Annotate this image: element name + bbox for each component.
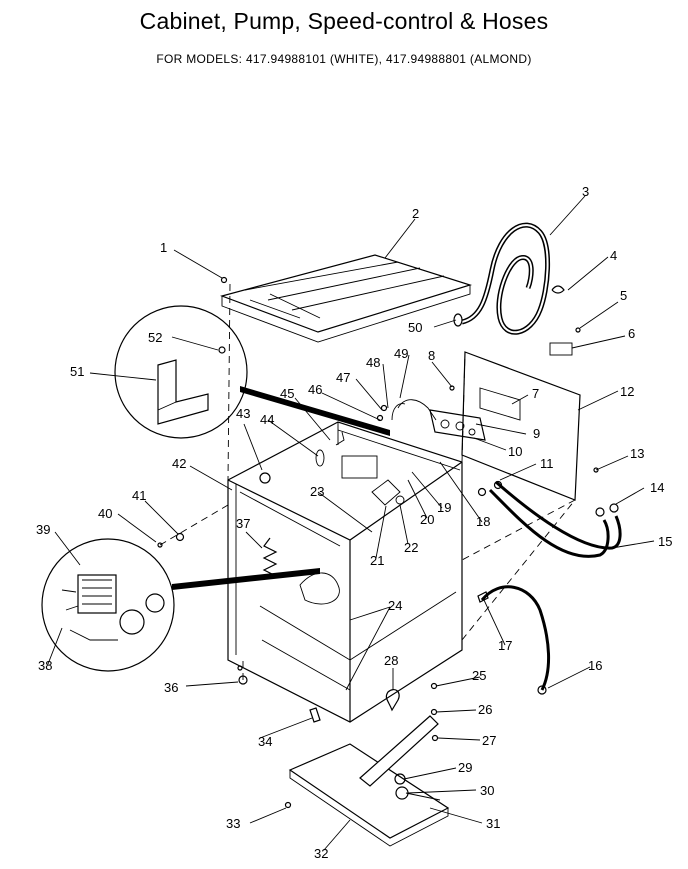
callout-52: 52: [148, 330, 162, 345]
callout-31: 31: [486, 816, 500, 831]
callout-11: 11: [540, 456, 554, 471]
callout-38: 38: [38, 658, 52, 673]
callout-13: 13: [630, 446, 644, 461]
callout-41: 41: [132, 488, 146, 503]
clip-4-drawing: [551, 285, 565, 294]
callout-29: 29: [458, 760, 472, 775]
callout-14: 14: [650, 480, 664, 495]
callout-26: 26: [478, 702, 492, 717]
callout-37: 37: [236, 516, 250, 531]
screw-1-drawing: [220, 276, 228, 284]
callout-22: 22: [404, 540, 418, 555]
leader-lines: [47, 195, 655, 851]
callout-21: 21: [370, 553, 384, 568]
callout-6: 6: [628, 326, 635, 341]
callout-44: 44: [260, 412, 274, 427]
callout-5: 5: [620, 288, 627, 303]
callout-18: 18: [476, 514, 490, 529]
assembly-guide-lines: [159, 283, 576, 680]
callout-1: 1: [160, 240, 167, 255]
callout-32: 32: [314, 846, 328, 861]
callout-3: 3: [582, 184, 589, 199]
callout-47: 47: [336, 370, 350, 385]
bracket-detail-inset: [114, 305, 391, 439]
callout-28: 28: [384, 653, 398, 668]
callout-9: 9: [533, 426, 540, 441]
callout-33: 33: [226, 816, 240, 831]
top-panel-drawing: [220, 254, 473, 343]
callout-17: 17: [498, 638, 512, 653]
callout-36: 36: [164, 680, 178, 695]
base-plate-drawing: [288, 743, 450, 847]
callout-25: 25: [472, 668, 486, 683]
callout-12: 12: [620, 384, 634, 399]
callout-16: 16: [588, 658, 602, 673]
callout-labels: 1 2 3 4 5 6 7 8 9 10 11 12 13 14 15 16 1…: [36, 184, 672, 861]
callout-20: 20: [420, 512, 434, 527]
callout-50: 50: [408, 320, 422, 335]
callout-34: 34: [258, 734, 272, 749]
callout-30: 30: [480, 783, 494, 798]
fill-hoses-drawing: [477, 480, 622, 558]
callout-23: 23: [310, 484, 324, 499]
callout-43: 43: [236, 406, 250, 421]
back-panel-drawing: [461, 342, 581, 501]
pump-detail-inset: [41, 538, 320, 672]
callout-45: 45: [280, 386, 294, 401]
callout-19: 19: [437, 500, 451, 515]
callout-46: 46: [308, 382, 322, 397]
page-title: Cabinet, Pump, Speed-control & Hoses: [139, 8, 549, 34]
small-hardware-drawing: [157, 327, 599, 809]
callout-8: 8: [428, 348, 435, 363]
cabinet-drawing: [227, 421, 463, 723]
drain-hose-drawing: [477, 585, 550, 695]
inlet-hose-drawing: [453, 222, 550, 335]
callout-40: 40: [98, 506, 112, 521]
callout-27: 27: [482, 733, 496, 748]
callout-49: 49: [394, 346, 408, 361]
callout-24: 24: [388, 598, 402, 613]
callout-2: 2: [412, 206, 419, 221]
callout-48: 48: [366, 355, 380, 370]
callout-4: 4: [610, 248, 617, 263]
callout-42: 42: [172, 456, 186, 471]
callout-7: 7: [532, 386, 539, 401]
callout-15: 15: [658, 534, 672, 549]
callout-39: 39: [36, 522, 50, 537]
valve-assembly-drawing: [391, 399, 486, 441]
callout-51: 51: [70, 364, 84, 379]
model-subtitle: FOR MODELS: 417.94988101 (WHITE), 417.94…: [156, 52, 532, 66]
callout-10: 10: [508, 444, 522, 459]
